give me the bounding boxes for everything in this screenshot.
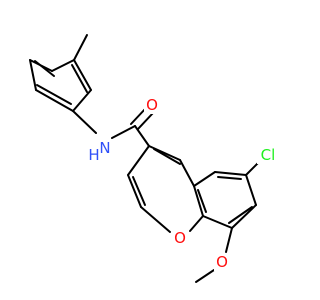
bond-n-carbonyl xyxy=(111,125,136,139)
bond-c6-c7 xyxy=(214,171,247,176)
bond-carbonyl-double-a xyxy=(130,107,147,125)
bond-methoxy-o-ch3 xyxy=(195,269,215,283)
bond-ar6 xyxy=(73,59,92,91)
bond-c4-c3 xyxy=(127,145,150,176)
bond-c4-c5-double xyxy=(153,148,181,165)
bond-ring-o-c9a xyxy=(189,215,204,232)
bond-aryl-n xyxy=(72,110,97,134)
bond-c2-ring-o xyxy=(140,206,171,233)
bond-c8-c9-double xyxy=(228,206,253,224)
methoxy-oxygen-label: O xyxy=(216,253,228,271)
bond-c5a-c6 xyxy=(193,171,216,187)
bond-c5a-c9a-double xyxy=(197,189,207,213)
bond-ar-double-c xyxy=(71,64,88,93)
bond-c9a-c5a xyxy=(193,185,204,217)
bond-ar4 xyxy=(35,89,74,112)
bond-ar-double-b xyxy=(34,60,55,77)
bond-c3-c2 xyxy=(127,174,142,208)
amide-nitrogen-label: N xyxy=(99,139,110,157)
bond-ar-double-a xyxy=(36,84,72,105)
chlorine-label: Cl xyxy=(261,146,276,164)
molecule-structure-diagram: O N H Cl O O xyxy=(29,34,279,283)
atom-label-layer: O N H Cl O O xyxy=(88,96,279,271)
bond-methyl xyxy=(73,34,88,61)
bond-ar3 xyxy=(29,59,37,91)
carbonyl-oxygen-label: O xyxy=(146,96,158,114)
bond-c2-c3-double xyxy=(132,176,146,206)
bond-c5a-c5 xyxy=(179,159,195,187)
bond-c6-c7-double xyxy=(217,176,242,180)
bond-c9-c9a xyxy=(202,215,233,229)
bond-ar1 xyxy=(51,59,75,72)
bond-c9-methoxy-o xyxy=(225,227,233,253)
ring-oxygen-label: O xyxy=(174,229,186,247)
bond-carbonyl-double-b xyxy=(137,112,154,130)
bond-c7-cl xyxy=(245,161,260,176)
amide-hydrogen-label: H xyxy=(88,146,99,164)
bond-c8-c9 xyxy=(231,204,257,229)
bond-ar5 xyxy=(72,89,92,112)
bond-c7-c8 xyxy=(245,174,257,206)
bond-layer xyxy=(29,34,260,283)
